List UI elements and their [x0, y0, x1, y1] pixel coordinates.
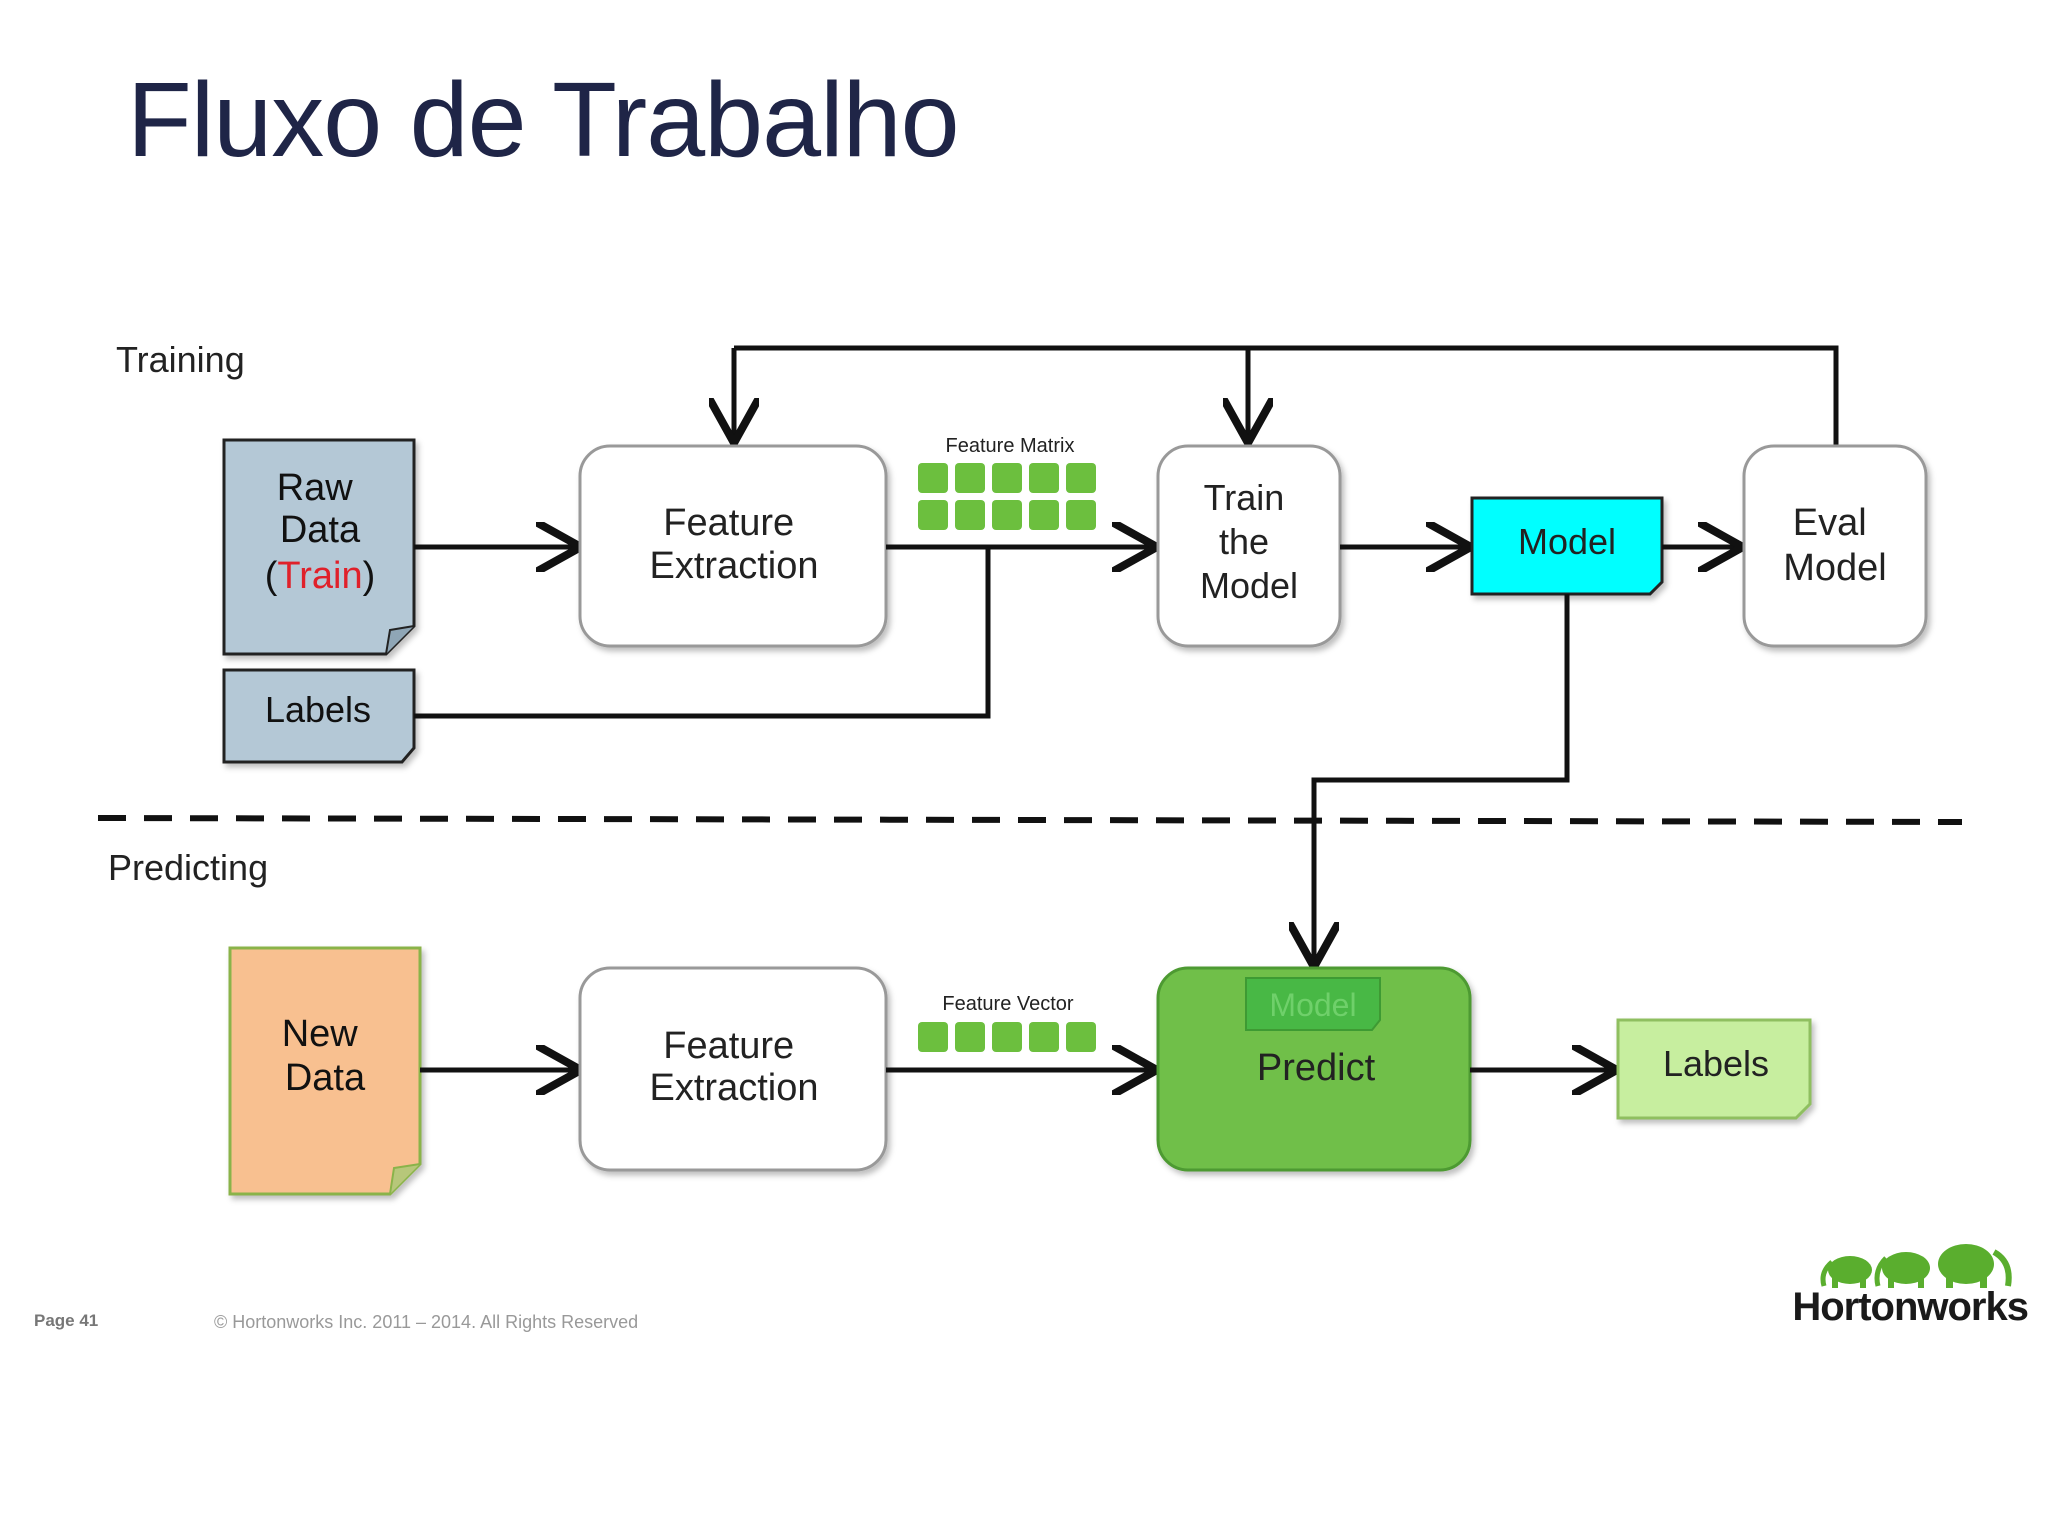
train-model-line3: Model	[1200, 565, 1298, 606]
raw-data-document: Raw Data (Train)	[222, 438, 416, 656]
slide-title: Fluxo de Trabalho	[127, 61, 960, 179]
feature-vector	[918, 1022, 1096, 1052]
svg-text:New Data: New Data	[282, 1013, 369, 1099]
raw-data-line1: Raw	[277, 467, 354, 509]
train-model-line2: the	[1219, 521, 1269, 562]
raw-data-train-word: Train	[277, 555, 362, 597]
feedback-loop	[734, 345, 1839, 448]
predicting-fe-line1: Feature	[663, 1025, 794, 1067]
train-model-line1: Train	[1204, 477, 1285, 518]
svg-text:Eval Model: Eval Model	[1783, 502, 1887, 589]
page-number: Page 41	[34, 1311, 98, 1330]
train-model-box: Train the Model	[1156, 444, 1342, 648]
eval-model-box: Eval Model	[1742, 444, 1928, 648]
eval-model-line2: Model	[1783, 547, 1887, 589]
svg-text:Train the Model: Train the Model	[1200, 477, 1298, 606]
raw-data-line2: Data	[280, 509, 361, 551]
predicted-labels-document: Labels	[1616, 1018, 1812, 1120]
predicted-labels-text: Labels	[1663, 1043, 1769, 1084]
training-section-label: Training	[116, 339, 245, 380]
feature-vector-label: Feature Vector	[942, 993, 1074, 1015]
new-data-document: New Data	[228, 946, 422, 1196]
feature-matrix-label: Feature Matrix	[946, 435, 1075, 457]
feature-matrix	[918, 463, 1096, 530]
new-data-line2: Data	[285, 1057, 366, 1099]
new-data-line1: New	[282, 1013, 359, 1055]
copyright: © Hortonworks Inc. 2011 – 2014. All Righ…	[214, 1312, 638, 1332]
svg-text:Feature Extraction: Feature Extraction	[650, 1025, 819, 1109]
eval-model-line1: Eval	[1793, 502, 1867, 544]
svg-text:Raw Data: Raw Data	[277, 467, 364, 551]
predicting-section-label: Predicting	[108, 847, 268, 888]
raw-data-paren-close: )	[363, 555, 376, 597]
section-divider	[97, 815, 1963, 825]
raw-data-paren-open: (	[265, 555, 278, 597]
training-feature-extraction-box: Feature Extraction	[578, 444, 888, 648]
model-to-predict-connector	[1314, 594, 1570, 962]
hortonworks-brand: Hortonworks	[1792, 1285, 2029, 1329]
svg-text:(Train): (Train)	[265, 555, 375, 597]
model-document: Model	[1470, 496, 1664, 596]
elephant-logo-icon	[1820, 1244, 2012, 1288]
training-labels-document: Labels	[222, 668, 416, 764]
predict-model-tag	[1245, 977, 1381, 1031]
training-fe-line1: Feature	[663, 502, 794, 544]
training-fe-line2: Extraction	[650, 545, 819, 587]
model-text: Model	[1518, 521, 1616, 562]
predicting-feature-extraction-box: Feature Extraction	[578, 966, 888, 1172]
training-labels-text: Labels	[265, 689, 371, 730]
predict-text: Predict	[1257, 1047, 1376, 1089]
predict-box: Model Predict	[1156, 966, 1472, 1172]
predicting-fe-line2: Extraction	[650, 1067, 819, 1109]
svg-text:Feature Extraction: Feature Extraction	[650, 502, 819, 587]
predict-model-tag-text: Model	[1269, 987, 1356, 1023]
labels-connector	[414, 547, 991, 719]
